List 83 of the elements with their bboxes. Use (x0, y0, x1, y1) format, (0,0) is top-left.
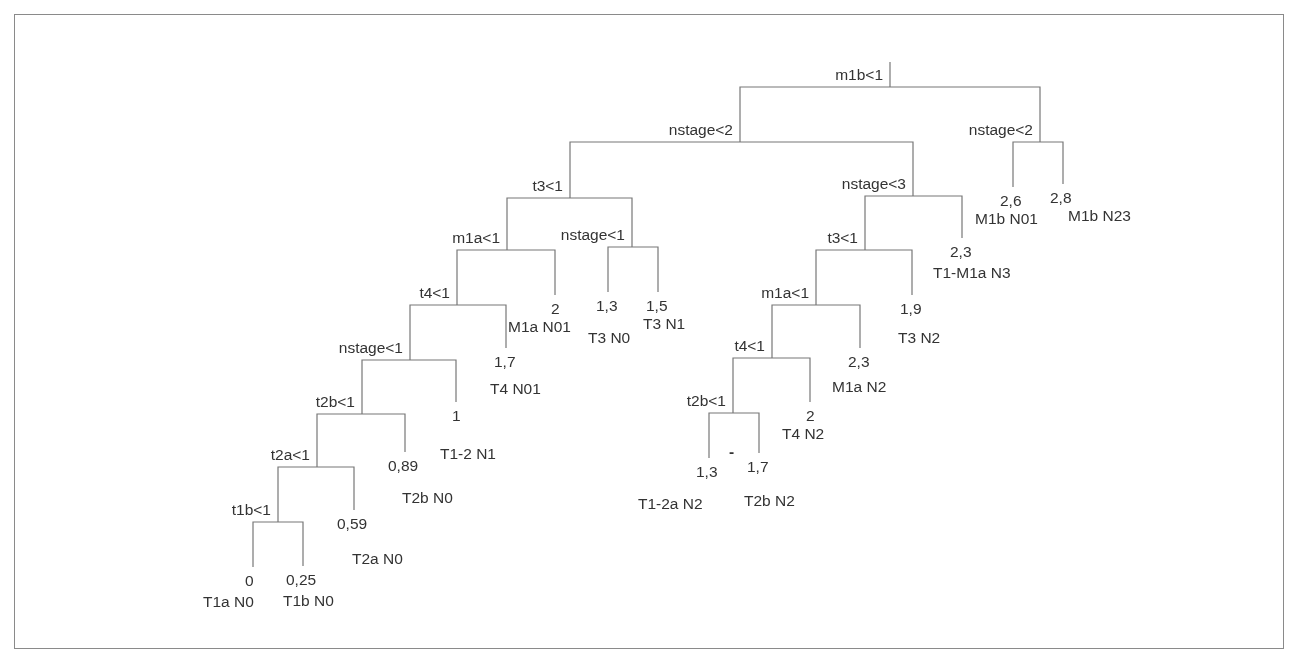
leaf-class: M1b N01 (975, 209, 1038, 228)
split-condition: nstage<1 (338, 339, 410, 360)
tree-branch (771, 357, 811, 403)
leaf-value: 1 (452, 407, 461, 425)
tree-branch (277, 466, 318, 523)
tree-branch (708, 412, 734, 459)
leaf-value: 2,6 (1000, 192, 1022, 210)
leaf-class: T4 N2 (782, 424, 825, 443)
split-condition: t4<1 (419, 284, 457, 305)
split-condition: t2a<1 (270, 446, 317, 467)
tree-branch (506, 249, 556, 296)
tree-branch (912, 195, 963, 239)
tree-branch (739, 86, 891, 143)
tree-branch (456, 304, 507, 349)
tree-branch (1012, 141, 1041, 188)
tree-branch (732, 412, 760, 454)
leaf-value: 1,5 (646, 297, 668, 315)
tree-branch (864, 249, 913, 296)
leaf-class: M1a N2 (832, 377, 887, 396)
split-condition: t4<1 (734, 337, 772, 358)
leaf-value: 1,3 (696, 463, 718, 481)
tree-branch (631, 246, 659, 293)
tree-branch (252, 521, 279, 568)
leaf-class: M1a N01 (508, 317, 571, 336)
leaf-value: 1,7 (494, 353, 516, 371)
leaf-value: 1,3 (596, 297, 618, 315)
leaf-class: T1-M1a N3 (933, 263, 1011, 282)
split-condition: t1b<1 (231, 501, 278, 522)
tree-branch (607, 246, 633, 293)
leaf-value: 0,59 (337, 515, 368, 533)
tree-branch (361, 359, 411, 415)
leaf-class: M1b N23 (1068, 206, 1131, 225)
tree-branch (864, 195, 914, 251)
tree-branch (316, 413, 363, 468)
tree-branch (732, 357, 773, 414)
leaf-value: 0,25 (286, 571, 317, 589)
leaf-value: 0 (245, 572, 254, 590)
split-condition: t2b<1 (315, 393, 362, 414)
tree-branch (456, 249, 508, 306)
split-condition: t3<1 (532, 177, 570, 198)
tree-branch (815, 249, 866, 306)
split-condition: nstage<3 (841, 175, 913, 196)
leaf-value: 2,3 (848, 353, 870, 371)
leaf-value: 1,9 (900, 300, 922, 318)
leaf-class: T1b N0 (283, 591, 334, 610)
split-condition: t2b<1 (686, 392, 733, 413)
tree-branch (815, 304, 861, 349)
leaf-class: T3 N2 (898, 328, 941, 347)
tree-branch (739, 141, 914, 197)
tree-branch (569, 141, 741, 199)
tree-branch (316, 466, 355, 511)
leaf-value: 2,8 (1050, 189, 1072, 207)
tree-branch (569, 197, 633, 248)
split-condition: nstage<2 (668, 121, 740, 142)
tree-branch (277, 521, 304, 567)
split-condition: nstage<2 (968, 121, 1040, 142)
tree-branch (409, 304, 458, 361)
split-condition: nstage<1 (560, 226, 632, 247)
leaf-class: T1a N0 (203, 592, 254, 611)
leaf-class: T2b N0 (402, 488, 453, 507)
split-condition: m1a<1 (761, 284, 816, 305)
leaf-value: 1,7 (747, 458, 769, 476)
tree-branch (889, 86, 1041, 143)
tree-branch (771, 304, 817, 359)
dash-mark: - (729, 444, 735, 460)
split-condition: m1a<1 (452, 229, 507, 250)
split-condition: t3<1 (827, 229, 865, 250)
leaf-class: T4 N01 (490, 379, 541, 398)
leaf-class: T3 N1 (643, 314, 686, 333)
tree-branch (361, 413, 406, 453)
tree-branch (506, 197, 571, 251)
tree-branch (1039, 141, 1064, 185)
leaf-class: T2b N2 (744, 491, 795, 510)
leaf-class: T3 N0 (588, 328, 631, 347)
leaf-class: T1-2a N2 (638, 494, 703, 513)
leaf-value: 2,3 (950, 243, 972, 261)
split-condition: m1b<1 (835, 66, 890, 87)
leaf-value: 2 (806, 407, 815, 425)
leaf-value: 0,89 (388, 457, 419, 475)
leaf-class: T1-2 N1 (440, 444, 496, 463)
leaf-value: 2 (551, 300, 560, 318)
tree-branch (409, 359, 457, 403)
leaf-class: T2a N0 (352, 549, 403, 568)
